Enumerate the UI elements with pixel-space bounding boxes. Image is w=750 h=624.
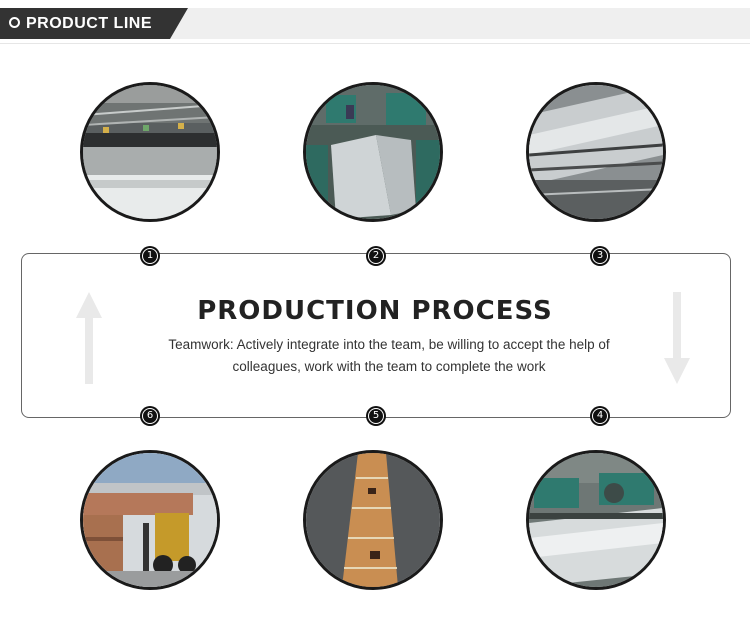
- step-5-photo: [303, 450, 443, 590]
- step-number-6: 6: [140, 406, 160, 426]
- step-number-1: 1: [140, 246, 160, 266]
- step-3-photo: [526, 82, 666, 222]
- process-title: PRODUCTION PROCESS: [197, 296, 553, 326]
- step-4-photo: [526, 450, 666, 590]
- header-divider: [0, 43, 750, 44]
- step-number-5: 5: [366, 406, 386, 426]
- step-number-3: 3: [590, 246, 610, 266]
- process-description: Teamwork: Actively integrate into the te…: [168, 337, 610, 374]
- arrow-up-icon: [76, 292, 102, 384]
- header-tab: [0, 8, 188, 39]
- arrow-down-icon: [664, 292, 690, 384]
- process-panel: [21, 253, 731, 418]
- section-title: PRODUCT LINE: [26, 15, 152, 32]
- step-2-photo: [303, 82, 443, 222]
- step-number-4: 4: [590, 406, 610, 426]
- circle-bullet-icon: [9, 17, 20, 28]
- step-number-2: 2: [366, 246, 386, 266]
- step-6-photo: [80, 450, 220, 590]
- step-1-photo: [80, 82, 220, 222]
